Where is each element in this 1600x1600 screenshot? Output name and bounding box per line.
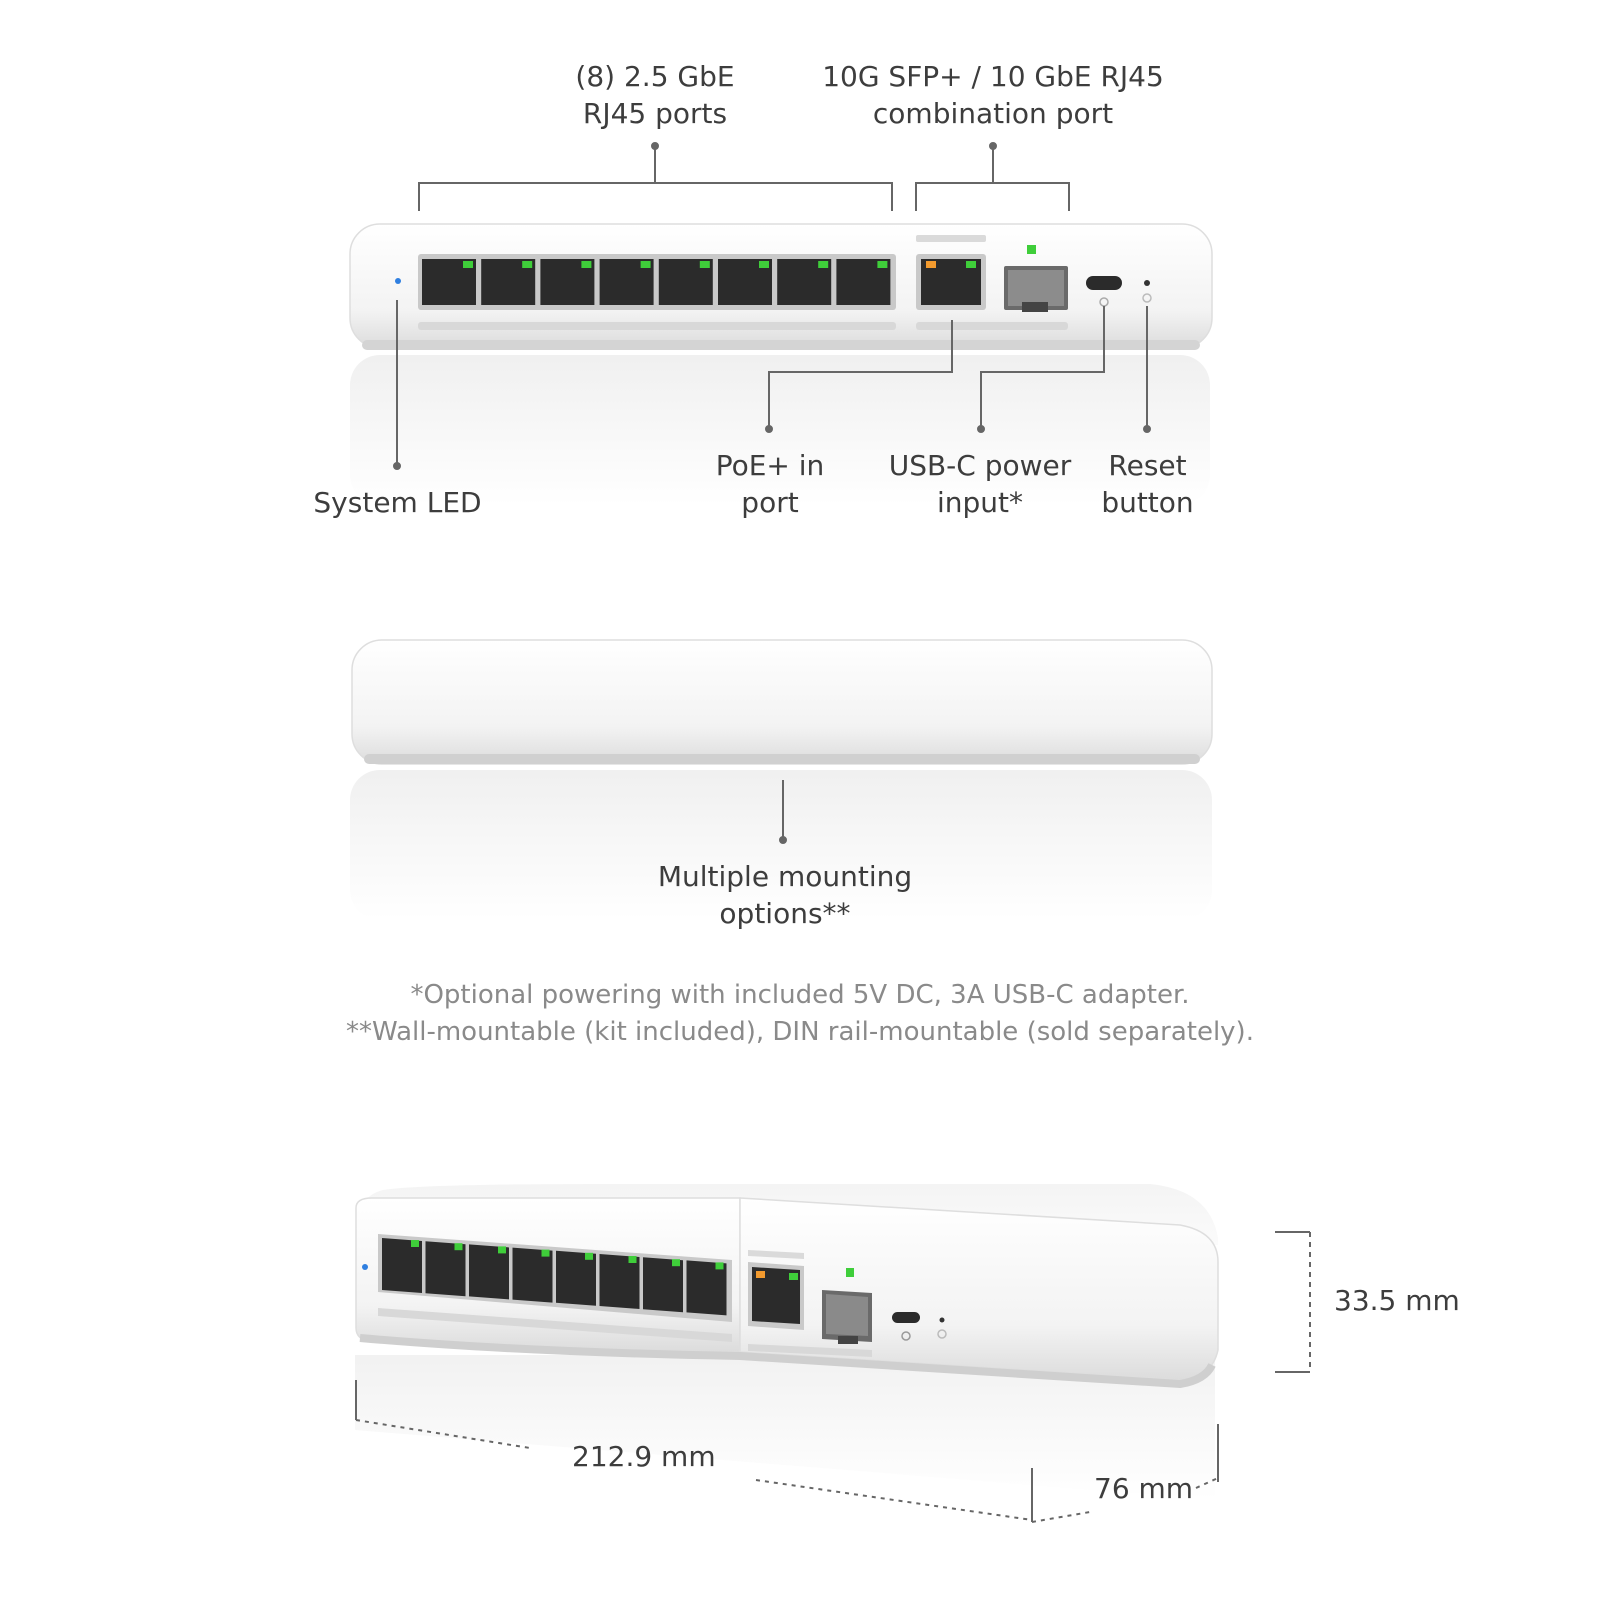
mounting-callout: Multiple mounting options** [650,858,920,932]
footnote-usbc: *Optional powering with included 5V DC, … [410,980,1190,1010]
callout-line-2: combination port [872,97,1114,130]
callout-lines-mid [779,780,787,844]
width-dimension: 212.9 mm [572,1440,716,1473]
rj45-port-group [422,259,891,305]
rj45-port-icon [556,1250,596,1306]
rj45-port-icon [836,259,891,305]
rj45-port-icon [481,259,536,305]
reset-pinhole-icon [1144,280,1150,286]
rj45-ports-callout: (8) 2.5 GbE RJ45 ports [540,58,770,132]
callout-line-1: Reset [1108,449,1187,482]
callout-line-2: options** [719,897,851,930]
callout-line-2: button [1101,486,1194,519]
rj45-port-group-perspective [382,1238,727,1316]
rj45-port-icon [599,259,654,305]
rj45-port-icon [540,259,595,305]
callout-lines-top [393,142,1151,470]
combo-port-callout: 10G SFP+ / 10 GbE RJ45 combination port [808,58,1178,132]
rj45-port-icon [777,259,832,305]
rj45-port-icon [658,259,713,305]
callout-line-2: RJ45 ports [582,97,728,130]
perspective-device [355,1184,1219,1500]
rj45-port-icon [382,1238,422,1293]
rj45-port-icon [718,259,772,305]
front-view-device [349,223,1213,505]
rear-view-device [350,639,1213,920]
usbc-power-callout: USB-C power input* [880,447,1080,521]
height-dimension: 33.5 mm [1334,1284,1460,1317]
callout-line-1: PoE+ in [715,449,825,482]
rj45-port-icon [469,1244,509,1300]
callout-line-1: (8) 2.5 GbE [575,60,735,93]
callout-line-1: System LED [313,486,482,519]
usb-c-icon [1086,276,1122,290]
status-led-icon [395,278,401,284]
rj45-port-icon [643,1257,683,1313]
system-led-callout: System LED [300,484,495,521]
callout-line-1: USB-C power [888,449,1072,482]
callout-line-1: Multiple mounting [657,860,913,893]
rj45-port-icon [512,1247,553,1303]
footnote-mounting: **Wall-mountable (kit included), DIN rai… [346,1017,1254,1047]
rj45-port-icon [599,1254,640,1309]
poe-in-callout: PoE+ in port [700,447,840,521]
rj45-port-icon [425,1241,466,1297]
callout-line-2: input* [936,486,1024,519]
rj45-port-icon [422,259,476,305]
callout-line-1: 10G SFP+ / 10 GbE RJ45 [822,60,1164,93]
depth-dimension: 76 mm [1094,1472,1194,1505]
dimension-lines [355,1231,1311,1523]
callout-line-2: port [741,486,799,519]
reset-button-callout: Reset button [1090,447,1205,521]
rj45-port-icon [686,1260,727,1316]
